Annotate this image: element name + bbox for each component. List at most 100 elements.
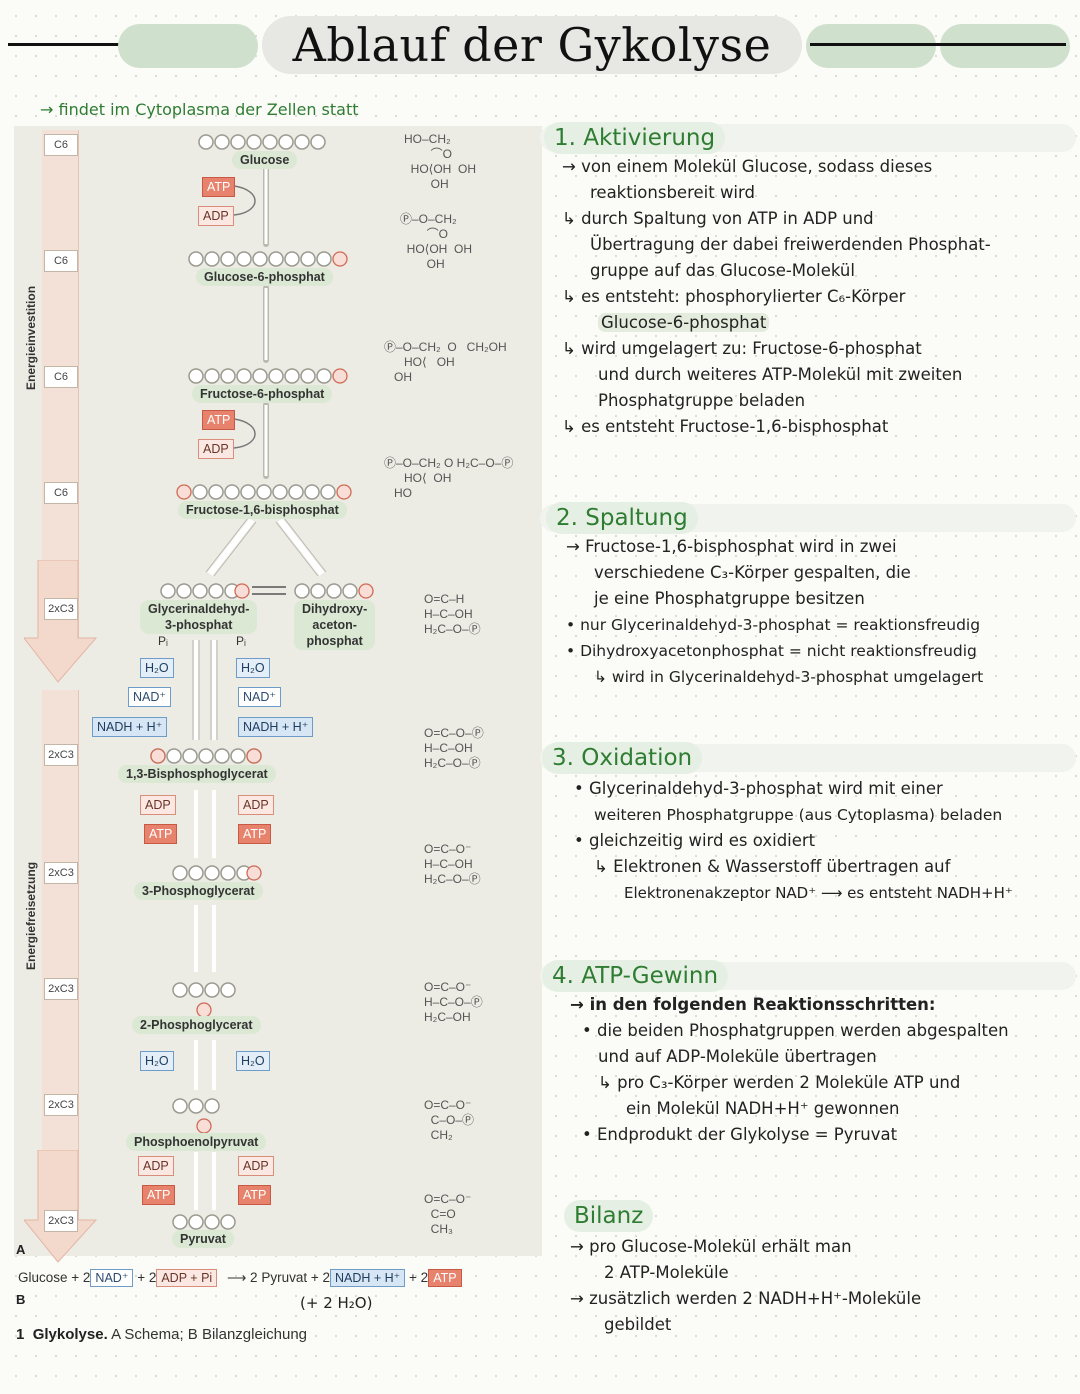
h2o-chip: H₂O [140, 1051, 174, 1071]
adp-chip: ADP [138, 1156, 174, 1176]
structure-pep: O=C–O⁻ C–O–Ⓟ CH₂ [424, 1098, 475, 1142]
atp-chip: ATP [202, 177, 236, 197]
adp-chip: ADP [140, 795, 176, 815]
note-line: Elektronenakzeptor NAD⁺ ⟶ es entsteht NA… [624, 884, 1013, 902]
carbon-label: 2xC3 [44, 598, 78, 620]
atp-chip: ATP [238, 824, 272, 844]
compound-pyruvat: Pyruvat [172, 1230, 234, 1248]
nad-chip: NAD⁺ [238, 687, 281, 707]
carbon-label: 2xC3 [44, 744, 78, 766]
note-line: reaktionsbereit wird [590, 183, 755, 202]
release-arrow [24, 1150, 98, 1263]
eq-plus1: + 2 [137, 1270, 157, 1285]
header-right-pill-2 [940, 24, 1070, 68]
note-line: → in den folgenden Reaktionsschritten: [570, 995, 936, 1014]
carbon-label: C6 [44, 482, 78, 504]
h2o-chip: H₂O [140, 658, 174, 678]
note-line: → Fructose-1,6-bisphosphat wird in zwei [566, 537, 897, 556]
note-line: • Dihydroxyacetonphosphat = nicht reakti… [566, 642, 977, 660]
note-line: ↳ pro C₃-Körper werden 2 Moleküle ATP un… [598, 1073, 961, 1092]
section-title-oxidation: 3. Oxidation [542, 742, 703, 774]
eq-arrow: ⟶ 2 Pyruvat + 2 [226, 1270, 330, 1285]
pi-label: Pᵢ [236, 634, 246, 648]
note-line: Phosphatgruppe beladen [598, 391, 806, 410]
eq-glucose: Glucose + 2 [18, 1270, 91, 1285]
structure-pyruvat: O=C–O⁻ C=O CH₃ [424, 1192, 472, 1236]
investment-arrow [24, 560, 98, 683]
release-strip [42, 690, 79, 1220]
structure-glucose: HO–CH₂ ⌒O HO⟨OH OH OH [404, 132, 477, 191]
carbon-label: C6 [44, 250, 78, 272]
compound-1-3-bisphosphoglycerat: 1,3-Bisphosphoglycerat [118, 765, 276, 783]
note-line: verschiedene C₃-Körper gespalten, die [594, 563, 911, 582]
note-line: → zusätzlich werden 2 NADH+H⁺-Moleküle [570, 1289, 922, 1308]
structure-gap: O=C–H H–C–OH H₂C–O–Ⓟ [424, 592, 481, 636]
note-line: und auf ADP-Moleküle übertragen [598, 1047, 877, 1066]
section-title-aktivierung: 1. Aktivierung [544, 122, 726, 154]
caption-bold: Glykolyse. [32, 1326, 108, 1343]
compound-3-phosphoglycerat: 3-Phosphoglycerat [134, 882, 263, 900]
adp-chip: ADP [238, 1156, 274, 1176]
part-a-label: A [16, 1242, 26, 1257]
eq-nad: NAD⁺ [90, 1269, 134, 1287]
note-line: • Endprodukt der Glykolyse = Pyruvat [582, 1125, 898, 1144]
atp-chip: ATP [238, 1185, 272, 1205]
note-line: ↳ wird in Glycerinaldehyd-3-phosphat umg… [594, 668, 984, 686]
note-line: Glucose-6-phosphat [562, 310, 1072, 336]
note-line: ↳ wird umgelagert zu: Fructose-6-phospha… [562, 339, 922, 358]
atp-chip: ATP [144, 824, 178, 844]
note-line: → von einem Molekül Glucose, sodass dies… [562, 157, 933, 176]
note-line: → pro Glucose-Molekül erhält man [570, 1237, 852, 1256]
note-line: ein Molekül NADH+H⁺ gewonnen [626, 1099, 900, 1118]
note-line: Übertragung der dabei freiwerdenden Phos… [590, 235, 991, 254]
carbon-label: C6 [44, 134, 78, 156]
header-right-line [810, 43, 1066, 46]
nadh-chip: NADH + H⁺ [92, 717, 168, 737]
nadh-chip: NADH + H⁺ [238, 717, 314, 737]
compound-dihydroxyacetonphosphat: Dihydroxy- aceton- phosphat [294, 600, 376, 650]
compound-fructose-6-phosphat: Fructose-6-phosphat [192, 385, 333, 403]
note-line: • die beiden Phosphatgruppen werden abge… [582, 1021, 1009, 1040]
section-title-atp-gewinn: 4. ATP-Gewinn [542, 960, 729, 992]
atp-chip: ATP [202, 410, 236, 430]
carbon-label: 2xC3 [44, 1094, 78, 1116]
eq-plus2: + 2 [409, 1270, 429, 1285]
note-line: ↳ es entsteht Fructose-1,6-bisphosphat [562, 417, 889, 436]
figure-caption: 1 Glykolyse. A Schema; B Bilanzgleichung [16, 1326, 307, 1343]
section-title-spaltung: 2. Spaltung [546, 502, 698, 534]
header-left-pill [118, 24, 258, 68]
h2o-chip: H₂O [236, 1051, 270, 1071]
eq-atp: ATP [428, 1269, 462, 1287]
structure-fructose-6-phosphat: Ⓟ–O–CH₂ O CH₂OH HO⟨ OH OH [384, 340, 507, 384]
caption-number: 1 [16, 1326, 25, 1343]
eq-adp-pi: ADP + Pi [156, 1269, 218, 1287]
section-title-bilanz: Bilanz [564, 1200, 654, 1232]
highlight: Glucose-6-phosphat [598, 313, 770, 332]
note-line: • Glycerinaldehyd-3-phosphat wird mit ei… [574, 779, 943, 798]
page-title: Ablauf der Gykolyse [262, 16, 802, 74]
note-line: ↳ Elektronen & Wasserstoff übertragen au… [594, 857, 951, 876]
note-line: weiteren Phosphatgruppe (aus Cytoplasma)… [594, 806, 1003, 824]
eq-nadh: NADH + H⁺ [329, 1269, 406, 1287]
note-line: gruppe auf das Glucose-Molekül [590, 261, 855, 280]
section-aktivierung: → von einem Molekül Glucose, sodass dies… [562, 154, 1072, 440]
structure-bpg: O=C–O–Ⓟ H–C–OH H₂C–O–Ⓟ [424, 726, 484, 770]
subtitle: → findet im Cytoplasma der Zellen statt [40, 100, 359, 119]
compound-glucose: Glucose [232, 151, 298, 169]
compound-phosphoenolpyruvat: Phosphoenolpyruvat [126, 1133, 267, 1151]
carbon-label: 2xC3 [44, 1210, 78, 1232]
compound-glucose-6-phosphat: Glucose-6-phosphat [196, 268, 333, 286]
note-line: und durch weiteres ATP-Molekül mit zweit… [598, 365, 963, 384]
compound-glycerinaldehyd-3-phosphat: Glycerinaldehyd- 3-phosphat [140, 600, 258, 634]
compound-fructose-1-6-bisphosphat: Fructose-1,6-bisphosphat [178, 501, 347, 519]
note-line: • nur Glycerinaldehyd-3-phosphat = reakt… [566, 616, 981, 634]
structure-glucose-6-phosphat: Ⓟ–O–CH₂ ⌒O HO⟨OH OH OH [400, 212, 473, 271]
note-line: • gleichzeitig wird es oxidiert [574, 831, 816, 850]
pathway-graphics [150, 134, 374, 1230]
h2o-chip: H₂O [236, 658, 270, 678]
section-oxidation: • Glycerinaldehyd-3-phosphat wird mit ei… [574, 776, 1074, 906]
note-line: je eine Phosphatgruppe besitzen [594, 589, 865, 608]
structure-3pg: O=C–O⁻ H–C–OH H₂C–O–Ⓟ [424, 842, 481, 886]
eq-water: (+ 2 H₂O) [300, 1294, 373, 1312]
